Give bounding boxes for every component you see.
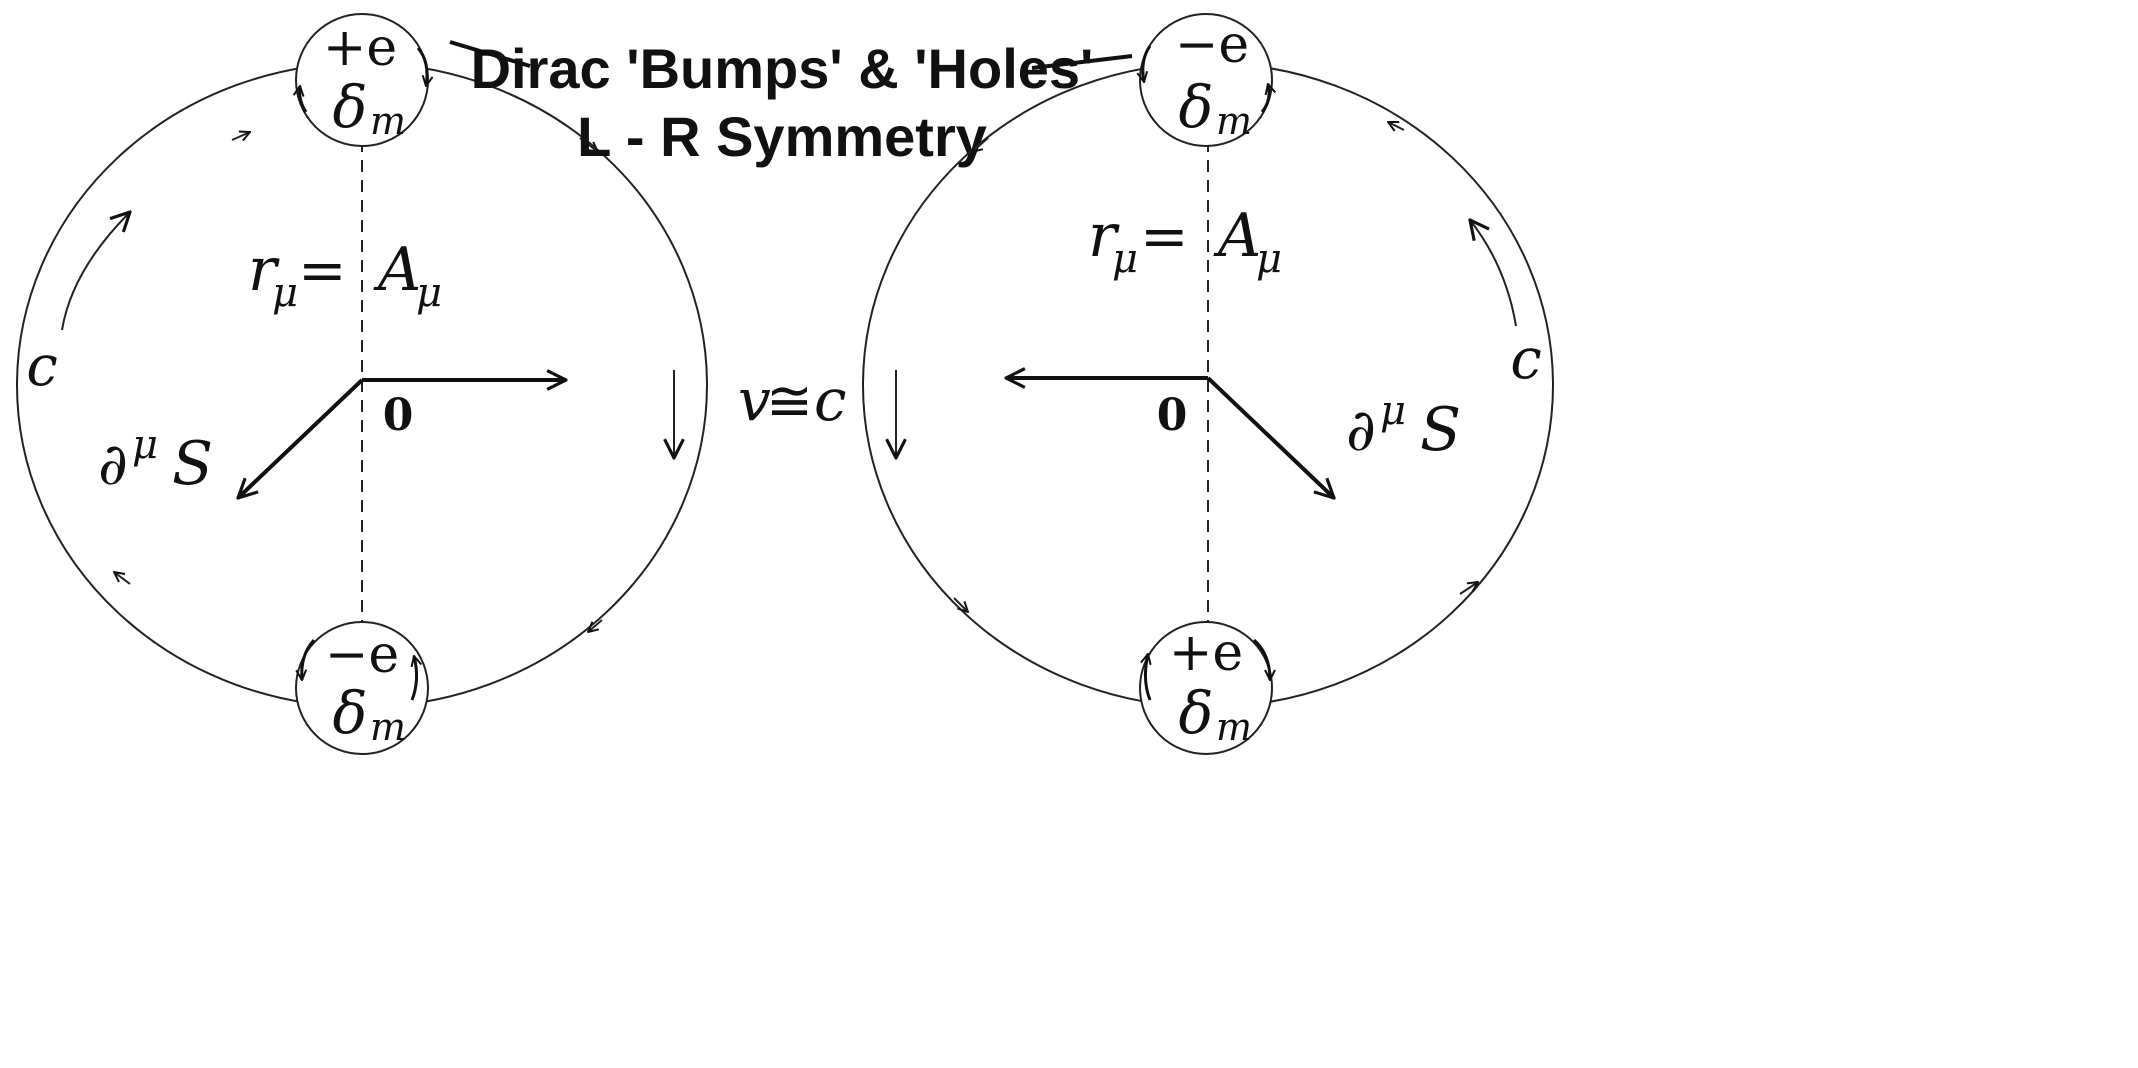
left-bottom-bubble: −e δ m — [295, 621, 429, 755]
left-speed-label: c — [26, 334, 57, 399]
center-velocity-label: v ≅ c — [738, 366, 846, 434]
right-top-delta-sub: m — [1216, 99, 1252, 143]
left-top-bubble-arrow-left-icon — [300, 86, 308, 113]
left-gradient-vector — [238, 378, 364, 498]
caption: Dirac 'Bumps' & 'Holes' L - R Symmetry — [449, 37, 1133, 168]
right-diagram: −e δ m +e δ m c r μ = A μ — [862, 13, 1554, 755]
left-r-sub: μ — [272, 270, 298, 316]
left-top-delta: δ — [333, 73, 368, 141]
right-top-delta: δ — [1179, 73, 1214, 141]
right-top-bubble-arrow-right-icon — [1260, 84, 1269, 113]
left-A: A — [373, 235, 421, 305]
right-gradient-vector — [1206, 376, 1334, 498]
left-flow-arrow-top-left-icon — [231, 132, 250, 140]
right-eq: = — [1140, 202, 1189, 270]
left-top-charge: +e — [323, 18, 397, 78]
left-A-sub: μ — [416, 270, 442, 316]
right-r: r — [1088, 201, 1120, 271]
left-speed-arrow-icon — [61, 212, 130, 331]
right-bottom-delta: δ — [1179, 679, 1214, 747]
caption-line1: Dirac 'Bumps' & 'Holes' — [471, 37, 1094, 100]
left-bottom-bubble-arrow-left-icon — [302, 638, 316, 680]
right-radius-label: r μ = A μ — [1088, 201, 1282, 282]
right-r-sub: μ — [1112, 236, 1138, 282]
left-r: r — [248, 235, 280, 305]
right-S: S — [1420, 395, 1461, 465]
right-bottom-bubble-arrow-left-icon — [1145, 654, 1150, 701]
right-gradient-label: ∂ μ S — [1346, 388, 1461, 465]
right-speed-arrow-icon — [1470, 220, 1517, 327]
left-bottom-charge: −e — [325, 625, 399, 685]
right-speed-label: c — [1510, 327, 1541, 392]
right-bottom-bubble-arrow-right-icon — [1252, 638, 1270, 680]
right-origin-label: 0 — [1157, 390, 1188, 441]
right-bottom-charge: +e — [1169, 623, 1243, 683]
right-flow-arrow-bottom-right-icon — [1459, 582, 1478, 595]
right-flow-arrow-top-right-icon — [1388, 122, 1405, 130]
left-origin-label: 0 — [383, 390, 414, 441]
right-bottom-delta-sub: m — [1216, 705, 1252, 749]
left-S: S — [172, 429, 213, 499]
right-A-sub: μ — [1256, 236, 1282, 282]
left-partial-sup: μ — [132, 422, 158, 468]
right-partial-sup: μ — [1380, 388, 1406, 434]
right-A: A — [1213, 201, 1261, 271]
left-partial: ∂ — [98, 430, 128, 498]
right-top-charge: −e — [1175, 15, 1249, 75]
left-gradient-label: ∂ μ S — [98, 422, 213, 499]
caption-line2: L - R Symmetry — [577, 105, 987, 168]
left-top-bubble-arrow-right-icon — [416, 47, 427, 86]
left-bottom-delta: δ — [333, 679, 368, 747]
right-flow-arrow-top-left-icon — [972, 137, 989, 152]
center-approx: ≅ — [766, 369, 813, 434]
center-c: c — [814, 366, 846, 434]
caption-leader-right — [1031, 54, 1133, 70]
left-flow-arrow-bottom-left-icon — [114, 572, 131, 585]
right-partial: ∂ — [1346, 396, 1376, 464]
left-bottom-delta-sub: m — [370, 705, 406, 749]
left-bottom-bubble-arrow-right-icon — [412, 656, 417, 701]
left-top-bubble: +e δ m — [296, 13, 428, 147]
left-flow-arrow-bottom-right-icon — [588, 619, 603, 632]
right-flow-arrow-bottom-left-icon — [953, 597, 968, 612]
right-top-bubble-arrow-left-icon — [1143, 45, 1152, 82]
caption-leader-left — [449, 40, 531, 68]
left-diagram: +e δ m −e δ m c r μ = A μ — [16, 13, 708, 755]
left-top-delta-sub: m — [370, 99, 406, 143]
left-flow-arrow-top-right-icon — [579, 137, 598, 152]
right-bottom-bubble: +e δ m — [1139, 621, 1272, 755]
center-v: v — [738, 366, 771, 434]
left-radius-label: r μ = A μ — [248, 235, 442, 316]
right-top-bubble: −e δ m — [1140, 13, 1272, 147]
left-eq: = — [298, 236, 347, 304]
